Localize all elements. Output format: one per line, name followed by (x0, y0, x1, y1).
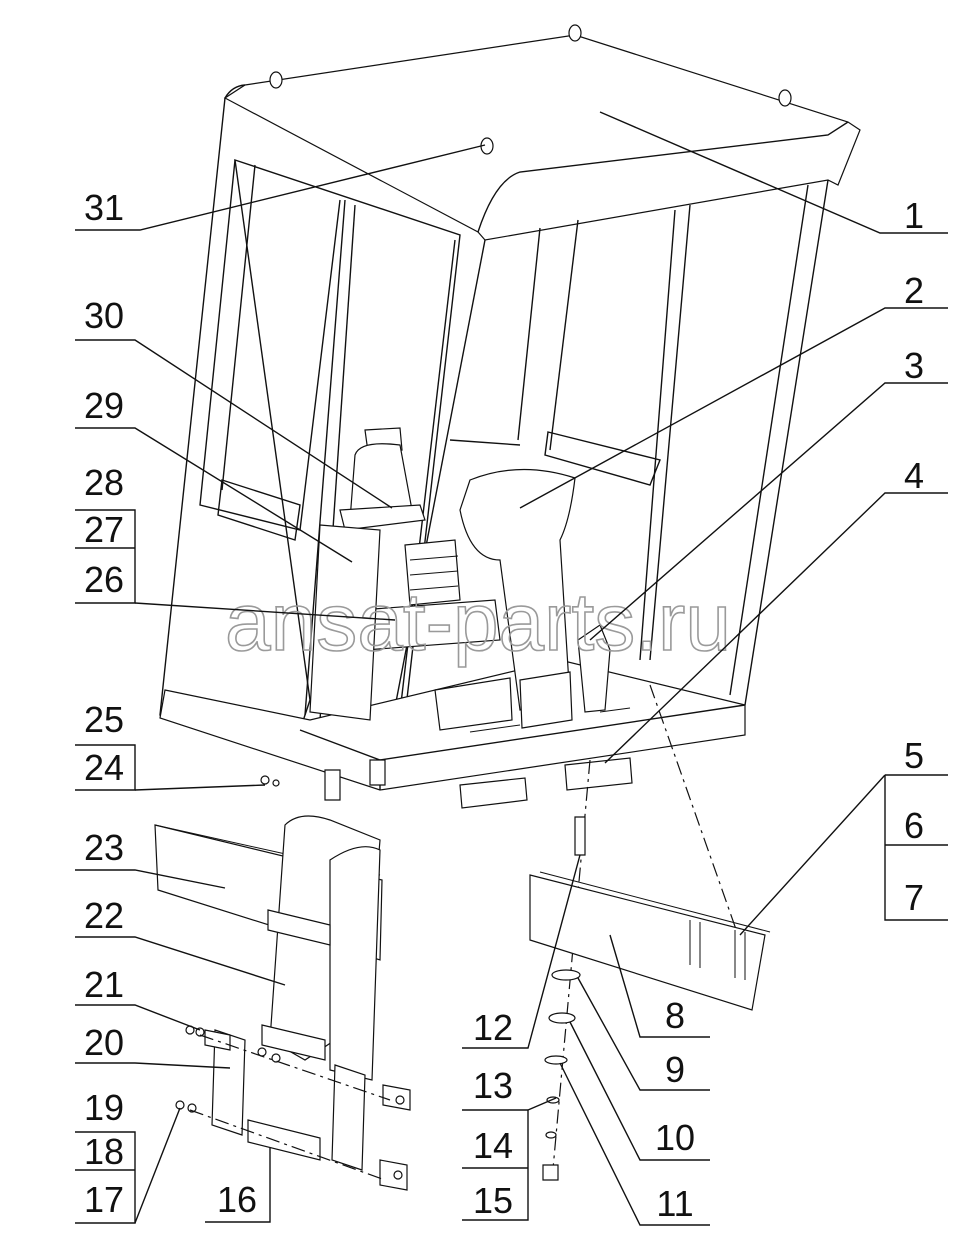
callout-8: 8 (665, 995, 685, 1036)
step-ladder-assembly (154, 769, 411, 1191)
callout-30: 30 (84, 295, 124, 336)
callout-16: 16 (217, 1179, 257, 1220)
callout-9: 9 (665, 1049, 685, 1090)
callout-24: 24 (84, 747, 124, 788)
callout-1: 1 (904, 195, 924, 236)
side-plate-assembly (529, 871, 771, 1011)
callout-21: 21 (84, 964, 124, 1005)
callout-25: 25 (84, 699, 124, 740)
callout-18: 18 (84, 1131, 124, 1172)
callout-29: 29 (84, 385, 124, 426)
callout-11: 11 (656, 1183, 693, 1224)
callout-12: 12 (473, 1007, 513, 1048)
fastener-stack (542, 816, 586, 1181)
callout-2: 2 (904, 270, 924, 311)
callout-13: 13 (473, 1065, 513, 1106)
callout-28: 28 (84, 462, 124, 503)
callout-22: 22 (84, 895, 124, 936)
callout-5: 5 (904, 735, 924, 776)
callout-4: 4 (904, 455, 924, 496)
callout-15: 15 (473, 1180, 513, 1221)
callout-7: 7 (904, 877, 924, 918)
callout-3: 3 (904, 345, 924, 386)
callout-23: 23 (84, 827, 124, 868)
callout-26: 26 (84, 559, 124, 600)
watermark: ansat-parts.ru (225, 577, 731, 668)
callout-labels: 1 2 3 4 5 6 7 8 9 10 11 12 13 14 15 16 1… (84, 187, 924, 1224)
callout-10: 10 (655, 1117, 695, 1158)
callout-20: 20 (84, 1022, 124, 1063)
cab-assembly (159, 24, 861, 1181)
callout-6: 6 (904, 805, 924, 846)
leader-lines (75, 111, 948, 1226)
callout-27: 27 (84, 509, 124, 550)
callout-17: 17 (84, 1179, 124, 1220)
callout-14: 14 (473, 1125, 513, 1166)
callout-19: 19 (84, 1087, 124, 1128)
callout-31: 31 (84, 187, 124, 228)
